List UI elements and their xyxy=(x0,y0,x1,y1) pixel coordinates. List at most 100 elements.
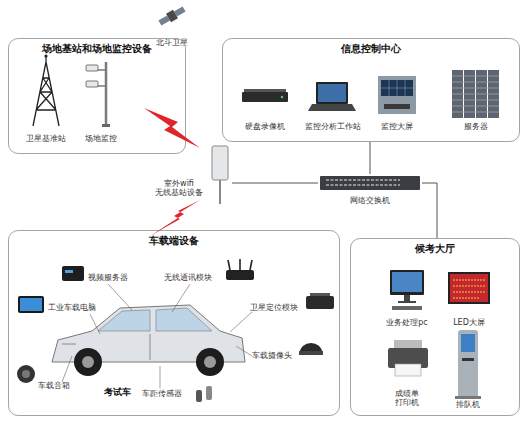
pc-stand xyxy=(404,295,410,301)
device-label: 硬盘录像机 xyxy=(245,122,285,132)
tower-icon xyxy=(33,56,59,126)
device-label: 网络交换机 xyxy=(350,196,390,206)
printer-paper xyxy=(395,364,421,376)
dome-camera-icon xyxy=(300,343,322,352)
device-node: 监控大屏 xyxy=(372,70,422,132)
car-wheel xyxy=(204,356,216,368)
console-desk xyxy=(384,104,410,109)
group-box: 候考大厅业务处理pc LED大屏成绩单 打印机排队机 xyxy=(350,238,520,416)
device-label: 排队机 xyxy=(456,400,480,410)
network-cable xyxy=(370,142,371,174)
device-node: 监控分析工作站 xyxy=(300,74,366,132)
car-window xyxy=(98,310,150,331)
antenna-panel xyxy=(212,146,228,180)
camera-icon xyxy=(86,65,98,71)
led-dots xyxy=(453,280,485,298)
car-detail xyxy=(62,334,150,360)
switch-node: 网络交换机 xyxy=(318,174,422,206)
car-wheel xyxy=(196,348,224,376)
server-rack xyxy=(464,70,475,118)
device-label: 车距传感器 xyxy=(142,389,182,399)
dvr-icon xyxy=(242,92,288,102)
switch-icon xyxy=(320,176,420,190)
antenna-pole xyxy=(219,180,221,204)
tower-icon xyxy=(44,54,47,57)
wifi-station-node: 室外wifi 无线基站设备 xyxy=(152,142,232,204)
callout-node: 视频服务器 xyxy=(88,272,138,284)
device-label: 无线通讯模块 xyxy=(164,273,212,283)
device-node: 硬盘录像机 xyxy=(236,80,294,132)
network-cable xyxy=(232,183,318,184)
kiosk-screen xyxy=(461,334,475,352)
speaker-icon xyxy=(22,370,30,378)
laptop-screen xyxy=(318,84,346,102)
group-heading: 候考大厅 xyxy=(415,243,455,255)
device-node: 成绩单 打印机 xyxy=(380,334,434,408)
pc-screen xyxy=(392,272,422,292)
dvr-led xyxy=(281,96,283,98)
car-window xyxy=(156,308,212,331)
camera-icon xyxy=(86,81,98,87)
device-label: 工业车载电脑 xyxy=(48,303,96,313)
leader-line xyxy=(62,284,252,388)
tablet-screen xyxy=(20,298,42,311)
group-box: 信息控制中心硬盘录像机监控分析工作站监控大屏服务器 xyxy=(222,38,520,142)
device-label: 业务处理pc xyxy=(386,318,427,328)
gps-module-icon xyxy=(310,293,330,297)
group-heading: 信息控制中心 xyxy=(341,43,401,55)
server-rack xyxy=(488,70,499,118)
video-server-icon xyxy=(65,270,73,273)
kiosk-icon xyxy=(458,330,478,398)
callout-node: 车载摄像头 xyxy=(252,350,298,362)
network-cable xyxy=(422,183,437,238)
dvr-icon xyxy=(244,89,286,93)
server-rack xyxy=(476,70,487,118)
switch-ports xyxy=(326,180,400,185)
kiosk-slot xyxy=(462,358,474,361)
printer-icon xyxy=(394,340,422,349)
satellite-body xyxy=(166,10,178,23)
device-label: LED大屏 xyxy=(453,318,485,328)
wireless-bolt xyxy=(150,200,200,236)
dome-camera-icon xyxy=(299,351,323,355)
device-label: 场地监控 xyxy=(85,134,117,144)
pc-stand xyxy=(398,301,416,303)
car-body xyxy=(52,305,245,362)
device-label: 成绩单 打印机 xyxy=(394,389,420,408)
device-label: 视频服务器 xyxy=(88,273,128,283)
server-rack xyxy=(452,70,463,118)
device-node: LED大屏 xyxy=(440,266,498,328)
callout-node: 车载音箱 xyxy=(38,380,76,392)
sensor-icon xyxy=(196,390,202,402)
device-node: 卫星基准站 xyxy=(22,54,70,144)
callout-node: 卫星定位模块 xyxy=(250,302,304,314)
video-wall-room xyxy=(378,76,416,114)
pole-base xyxy=(102,124,110,127)
video-wall xyxy=(381,80,413,96)
device-label: 室外wifi 无线基站设备 xyxy=(152,179,206,198)
device-label: 卫星基准站 xyxy=(26,134,66,144)
callout-node: 无线通讯模块 xyxy=(164,272,220,284)
car-wheel xyxy=(82,356,94,368)
device-node: 场地监控 xyxy=(78,54,124,144)
device-label: 监控分析工作站 xyxy=(305,122,361,132)
led-screen xyxy=(450,274,488,302)
callout-node: 工业车载电脑 xyxy=(48,302,102,314)
pc-keyboard xyxy=(392,306,422,310)
device-label: 考试车 xyxy=(104,387,131,398)
tablet-icon xyxy=(18,296,44,313)
router-antenna xyxy=(228,259,252,270)
callout-node: 车距传感器 xyxy=(142,388,190,400)
printer-icon xyxy=(388,348,428,368)
solar-panel xyxy=(174,6,186,16)
group-box: 车载端设备视频服务器无线通讯模块工业车载电脑卫星定位模块车载摄像头车载音箱车距传… xyxy=(8,230,340,416)
speaker-icon xyxy=(17,365,35,383)
device-node: 业务处理pc xyxy=(378,266,436,328)
device-label: 北斗卫星 xyxy=(156,38,188,48)
led-screen xyxy=(448,272,490,304)
car-node: 考试车 xyxy=(52,300,248,398)
satellite-node: 北斗卫星 xyxy=(148,2,196,48)
satellite-icon xyxy=(157,5,186,28)
device-label: 卫星定位模块 xyxy=(250,303,298,313)
solar-panel xyxy=(158,15,170,25)
